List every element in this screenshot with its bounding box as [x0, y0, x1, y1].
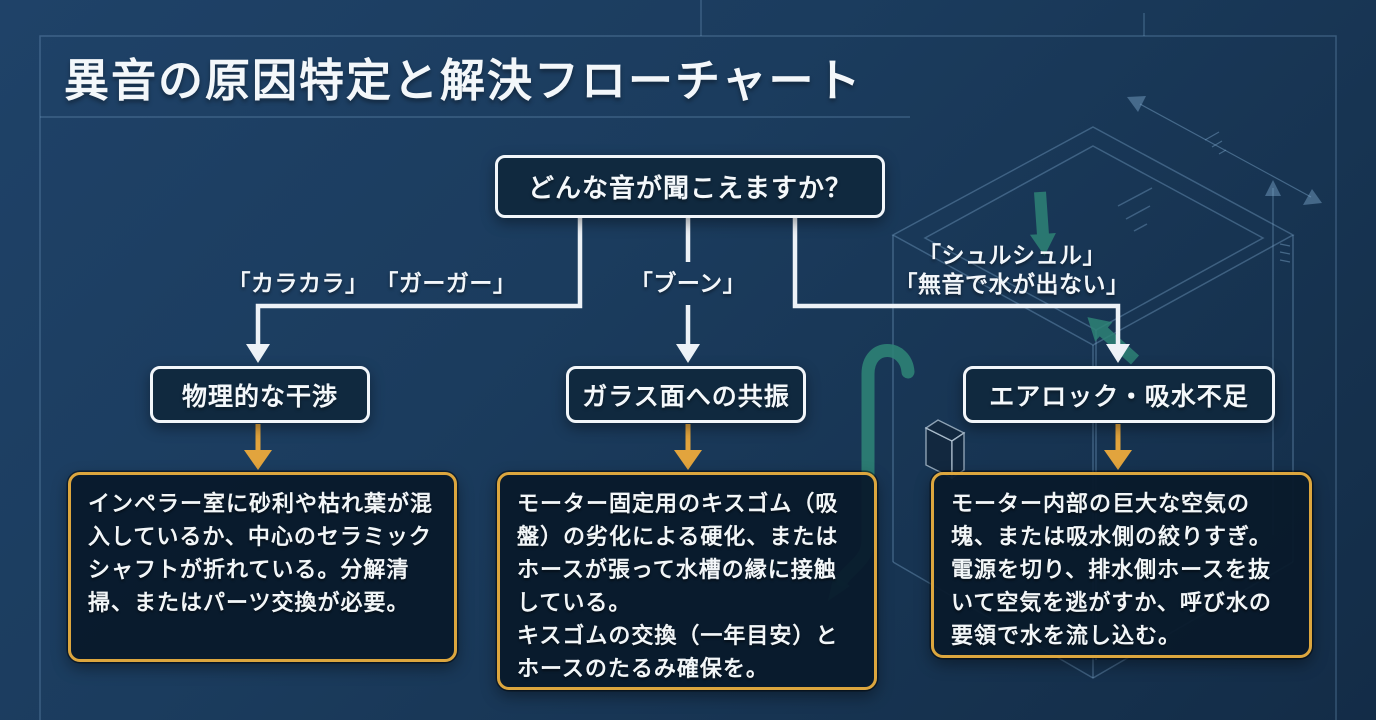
solution-arrowheads	[244, 450, 1132, 470]
branch3-detail-panel: モーター内部の巨大な空気の塊、または吸水側の絞りすぎ。電源を切り、排水側ホースを…	[931, 472, 1312, 658]
page-title: 異音の原因特定と解決フローチャート	[64, 55, 863, 106]
connector-branch-1	[255, 218, 583, 346]
root-question-label: どんな音が聞こえますか？	[527, 173, 852, 203]
branch1-sound-label: 「カラカラ」 「ガーガー」	[227, 270, 517, 296]
pump-box-drawing	[924, 419, 966, 480]
connector-branch-3	[792, 218, 1121, 346]
branch1-cause-label: 物理的な干渉	[181, 382, 338, 411]
branch2-detail-panel: モーター固定用のキスゴム（吸盤）の劣化による硬化、またはホースが張って水槽の縁に…	[497, 472, 877, 690]
branch2-sound-label: 「ブーン」	[629, 270, 747, 296]
branch2-cause-box: ガラス面への共振	[566, 366, 806, 423]
root-question-box: どんな音が聞こえますか？	[495, 155, 885, 218]
branch1-detail-panel: インペラー室に砂利や枯れ葉が混入しているか、中心のセラミックシャフトが折れている…	[68, 472, 457, 662]
branch3-cause-box: エアロック・吸水不足	[963, 366, 1275, 423]
branch-arrowheads	[246, 344, 1130, 363]
frame-lines	[39, 0, 1337, 720]
solution-lines	[255, 424, 1121, 452]
branch3-cause-label: エアロック・吸水不足	[989, 382, 1249, 411]
dimension-arrows	[1127, 96, 1322, 535]
branch1-cause-box: 物理的な干渉	[150, 366, 370, 423]
branch3-sound-label: 「シュルシュル」 「無音で水が出ない」	[894, 242, 1130, 297]
branch-lines	[255, 218, 1121, 346]
branch2-cause-label: ガラス面への共振	[582, 382, 790, 411]
